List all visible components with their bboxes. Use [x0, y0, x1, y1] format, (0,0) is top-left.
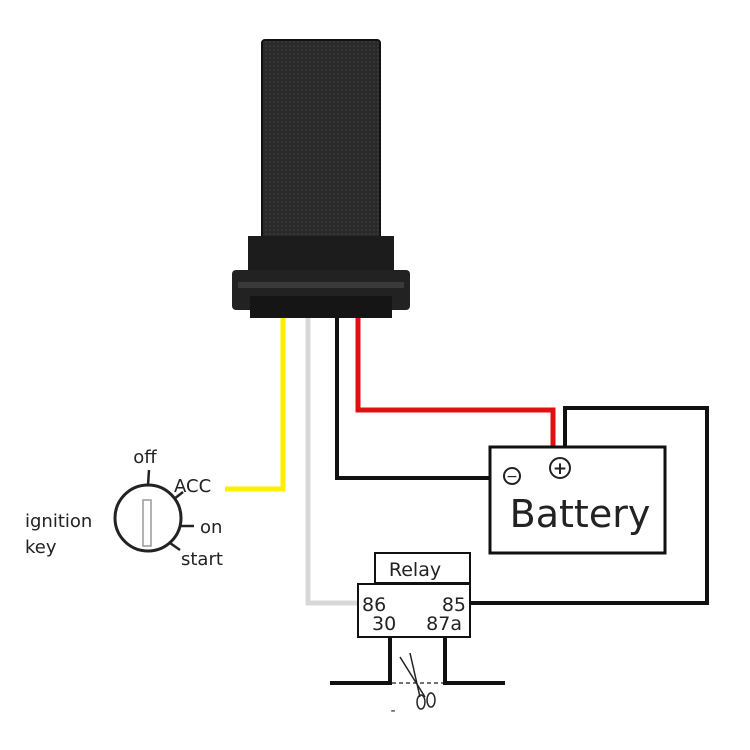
battery: − + Battery [488, 445, 667, 555]
ground-wire-black [335, 318, 493, 480]
relay-85-wire-black [470, 406, 709, 605]
power-wire-red [355, 318, 556, 447]
position-start: start [181, 549, 223, 570]
ignition-label-line2: key [25, 537, 57, 558]
position-off: off [133, 447, 157, 468]
gps-tracker-device [232, 39, 410, 318]
relay: Relay 86 85 30 87a - [330, 552, 505, 719]
scissors-icon [399, 652, 436, 710]
ignition-label-line1: ignition [25, 511, 92, 532]
relay-87a-wire [443, 637, 505, 685]
battery-minus: − [506, 469, 518, 485]
acc-wire-yellow [225, 318, 286, 492]
position-acc: ACC [174, 476, 211, 497]
relay-pin-87a: 87a [426, 613, 462, 635]
relay-label: Relay [389, 559, 441, 581]
relay-pin-30: 30 [372, 613, 396, 635]
ignition-key: off ACC on start ignition key [25, 447, 223, 570]
relay-pin-85: 85 [442, 594, 466, 616]
battery-label: Battery [510, 492, 651, 536]
minus-terminal-icon [503, 467, 521, 485]
ground-mark: - [390, 703, 395, 719]
relay-86-wire-gray [305, 318, 358, 606]
battery-plus: + [553, 459, 567, 479]
plus-terminal-icon [549, 457, 571, 479]
relay-30-wire [330, 637, 392, 685]
relay-pin-86: 86 [362, 594, 386, 616]
position-on: on [200, 517, 222, 538]
